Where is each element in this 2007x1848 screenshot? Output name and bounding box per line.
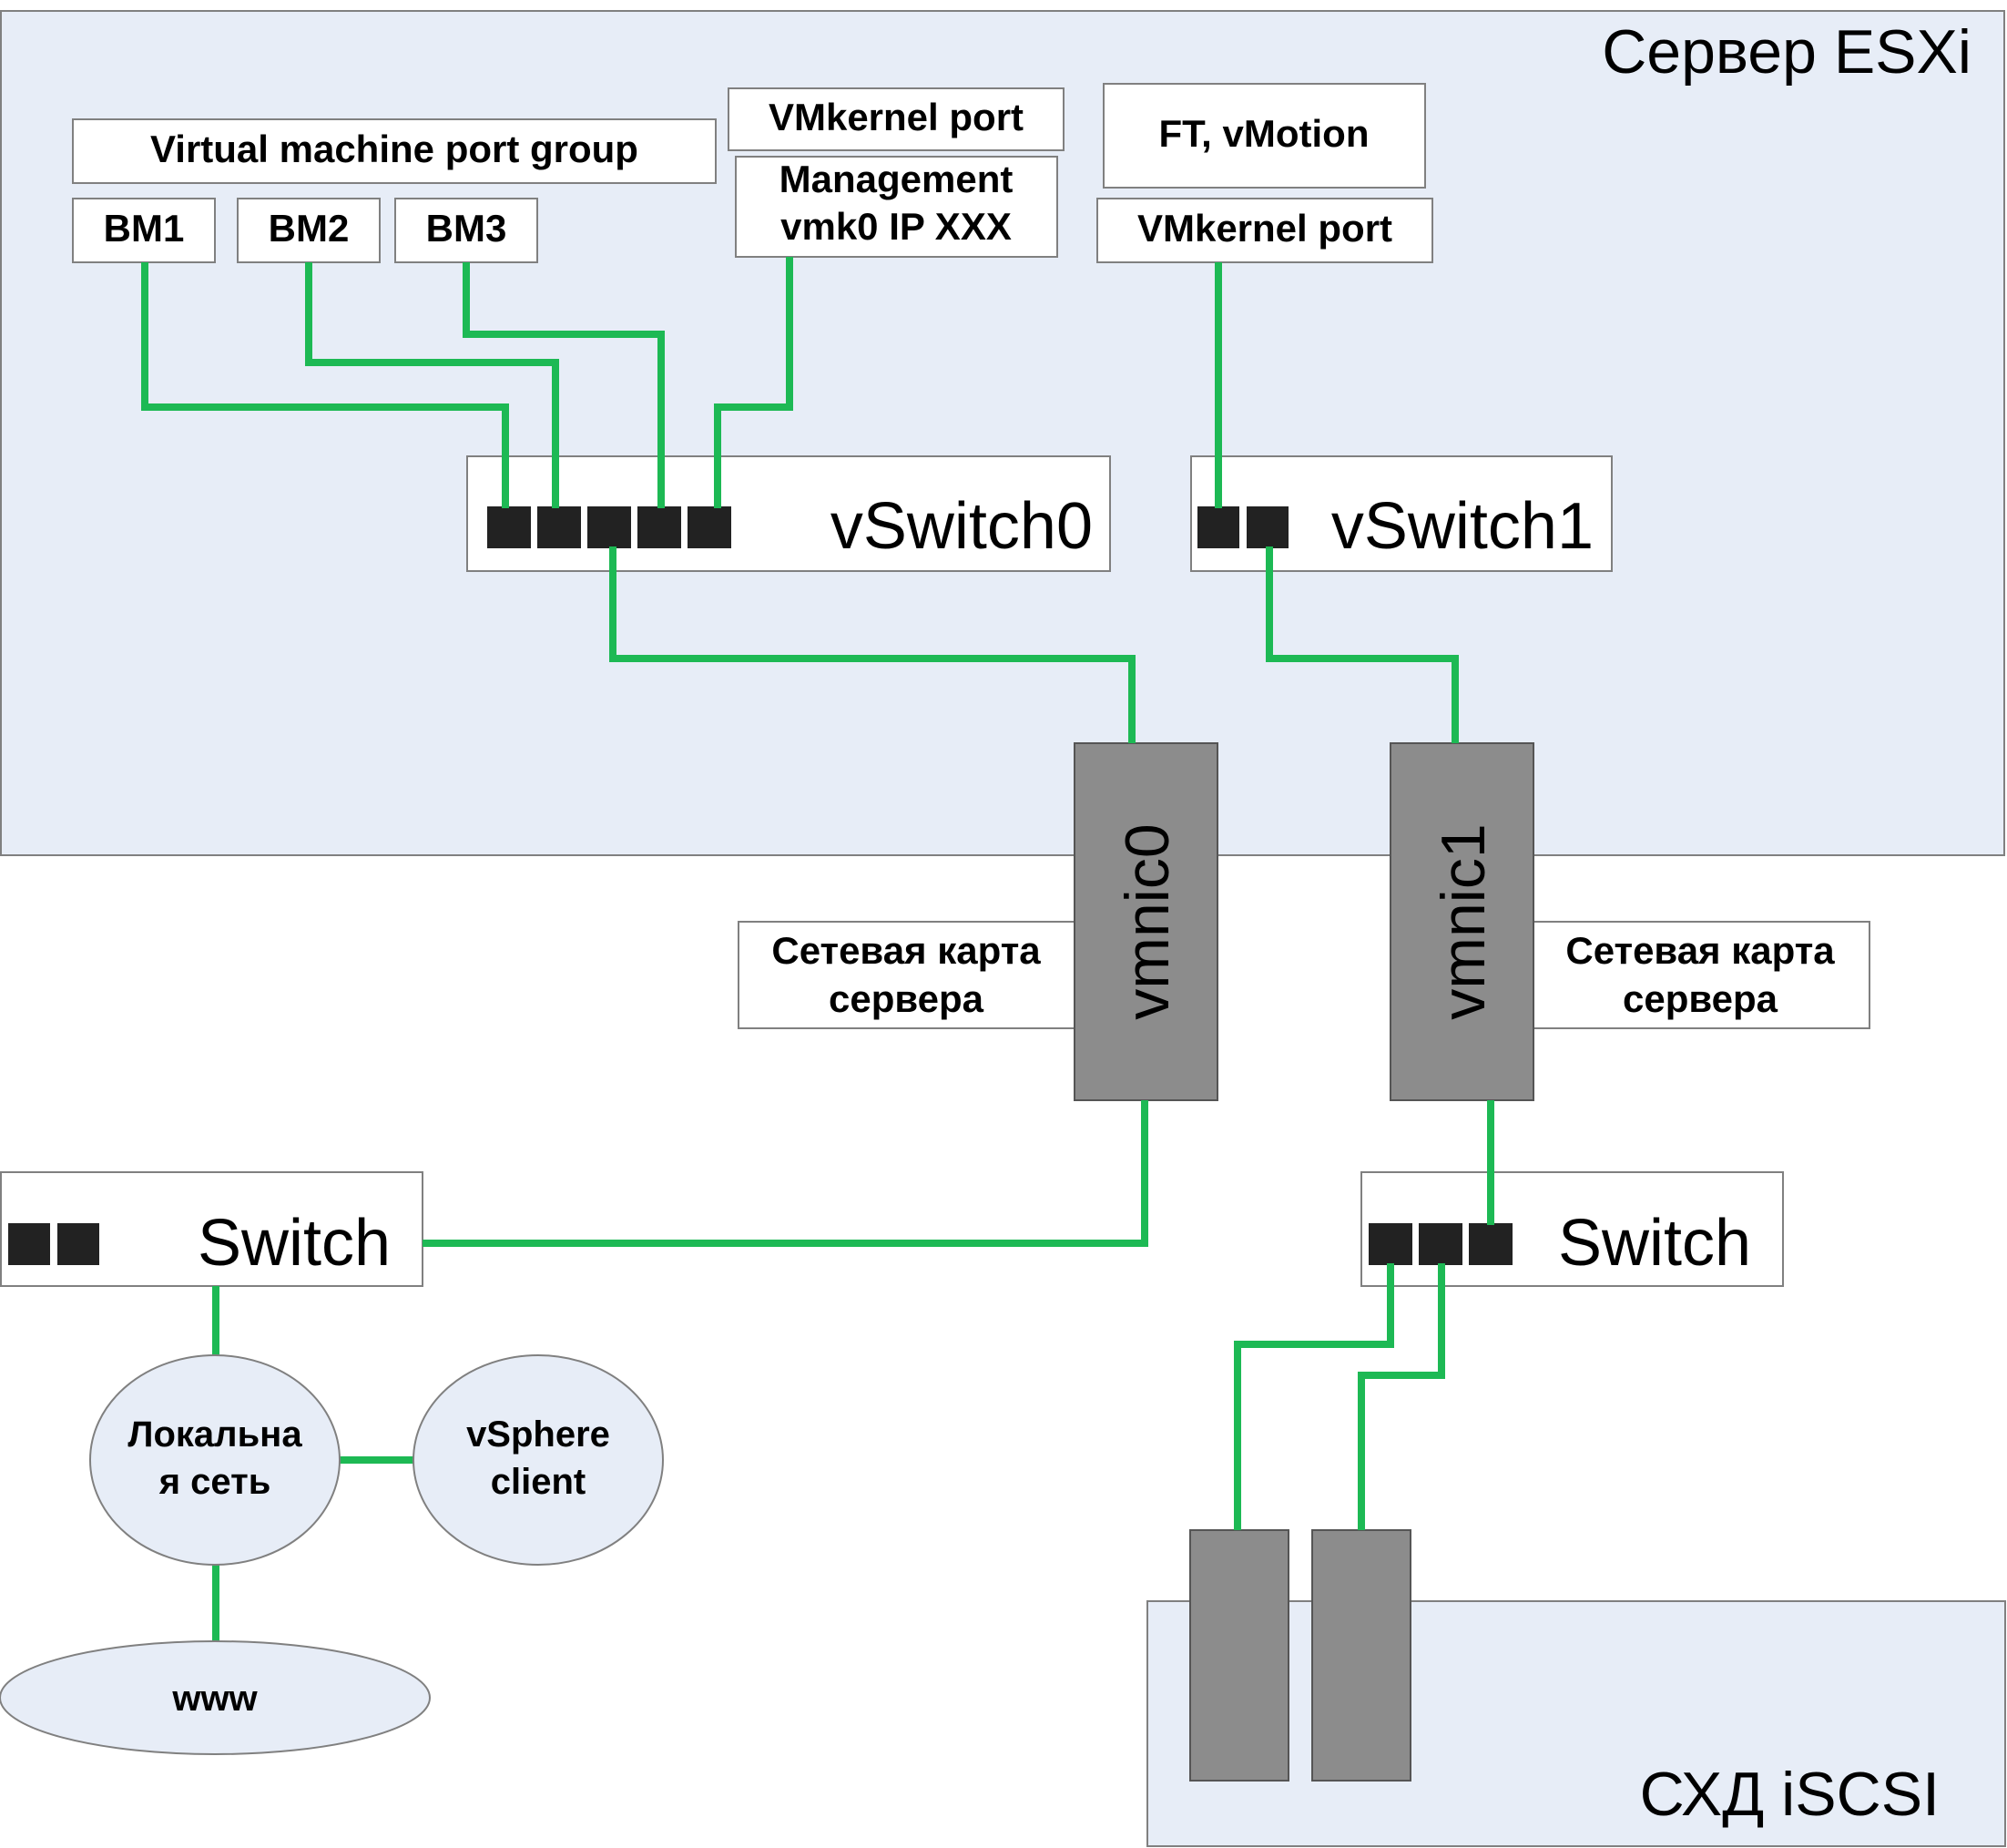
wire-switch-right-controller-1 bbox=[1234, 1263, 1394, 1530]
vswitch0-port-3 bbox=[587, 506, 631, 548]
vmnic1-label: vmnic1 bbox=[1429, 823, 1498, 1019]
www-label: www bbox=[171, 1679, 258, 1719]
vm2-label: ВМ2 bbox=[269, 207, 350, 250]
vsphere-client-line2: client bbox=[491, 1462, 586, 1502]
wire-vmnic0-switch-left bbox=[423, 1100, 1148, 1247]
vm1-label: ВМ1 bbox=[104, 207, 185, 250]
esxi-server-title: Сервер ESXi bbox=[1602, 17, 1971, 87]
vm3-box bbox=[394, 198, 538, 263]
vsphere-client-oval bbox=[413, 1354, 664, 1566]
switch-right-port-3 bbox=[1469, 1223, 1513, 1265]
management-box bbox=[735, 156, 1058, 258]
management-line1: Management bbox=[779, 158, 1014, 200]
switch-right-label: Switch bbox=[1558, 1207, 1751, 1280]
wire-vm1-vswitch0 bbox=[141, 262, 509, 508]
vmnic1-card bbox=[1390, 742, 1534, 1101]
storage-controller-2 bbox=[1311, 1529, 1411, 1782]
management-line2: vmk0 IP XXX bbox=[780, 205, 1012, 248]
nic0-description-line1: Сетевая карта bbox=[771, 929, 1041, 972]
vm-port-group-box bbox=[72, 118, 717, 184]
wire-vswitch0-vmnic0 bbox=[609, 546, 1136, 743]
ft-vmotion-label: FT, vMotion bbox=[1159, 112, 1370, 155]
vswitch0-port-2 bbox=[537, 506, 581, 548]
lan-line2: я сеть bbox=[158, 1462, 271, 1502]
vmkernel0-header-label: VMkernel port bbox=[769, 96, 1024, 138]
nic1-description-line2: сервера bbox=[1623, 977, 1778, 1020]
vswitch0-label: vSwitch0 bbox=[830, 490, 1093, 563]
vmkernel0-header-box bbox=[728, 87, 1065, 151]
switch-left-port-2 bbox=[57, 1223, 99, 1265]
wire-vswitch1-vmnic1 bbox=[1266, 546, 1459, 743]
wire-management-vswitch0 bbox=[714, 257, 793, 508]
vmkernel1-label: VMkernel port bbox=[1137, 207, 1392, 250]
ft-vmotion-box bbox=[1103, 83, 1426, 189]
iscsi-storage-zone bbox=[1146, 1600, 2006, 1847]
vswitch1-port-2 bbox=[1247, 506, 1289, 548]
vm-port-group-label: Virtual machine port group bbox=[150, 128, 638, 170]
vswitch1-label: vSwitch1 bbox=[1331, 490, 1594, 563]
nic0-description-box bbox=[738, 921, 1099, 1029]
vmnic0-label: vmnic0 bbox=[1113, 823, 1182, 1019]
lan-oval bbox=[89, 1354, 341, 1566]
switch-right-port-1 bbox=[1369, 1223, 1412, 1265]
vswitch1-port-1 bbox=[1197, 506, 1239, 548]
lan-line1: Локальна bbox=[127, 1414, 302, 1455]
nic1-description-line1: Сетевая карта bbox=[1565, 929, 1835, 972]
nic0-description-line2: сервера bbox=[829, 977, 984, 1020]
wire-switch-right-controller-2 bbox=[1358, 1263, 1445, 1530]
vm3-label: ВМ3 bbox=[426, 207, 507, 250]
wire-vm2-vswitch0 bbox=[305, 262, 559, 508]
vswitch0-port-4 bbox=[637, 506, 681, 548]
nic1-description-box bbox=[1518, 921, 1870, 1029]
switch-left-label: Switch bbox=[198, 1207, 391, 1280]
vm1-box bbox=[72, 198, 216, 263]
storage-controller-1 bbox=[1189, 1529, 1289, 1782]
switch-left-port-1 bbox=[8, 1223, 50, 1265]
vswitch0-port-1 bbox=[487, 506, 531, 548]
vswitch0-port-5 bbox=[688, 506, 731, 548]
vsphere-client-line1: vSphere bbox=[466, 1414, 610, 1455]
vmkernel1-box bbox=[1096, 198, 1433, 263]
vmnic0-card bbox=[1074, 742, 1218, 1101]
iscsi-storage-title: СХД iSCSI bbox=[1640, 1760, 1940, 1829]
switch-right-port-2 bbox=[1419, 1223, 1462, 1265]
www-oval bbox=[0, 1640, 431, 1755]
wire-vm3-vswitch0 bbox=[463, 262, 665, 508]
